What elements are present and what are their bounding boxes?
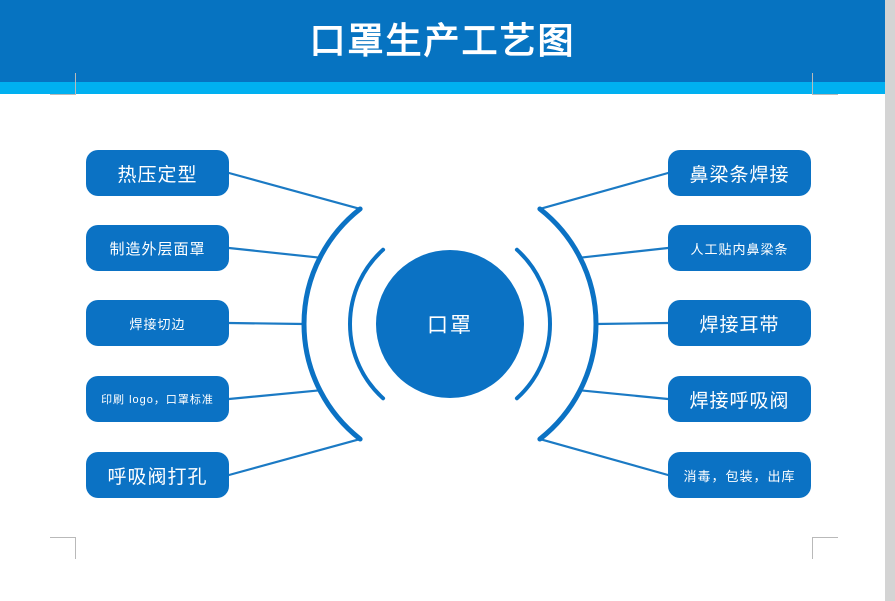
center-node-label: 口罩 <box>427 314 473 337</box>
corner-bracket-top-right <box>812 73 838 95</box>
process-node-label: 呼吸阀打孔 <box>107 466 208 488</box>
connector-right-1 <box>538 171 670 211</box>
decor-arc-outer-right <box>537 206 599 442</box>
process-node-right-4[interactable]: 焊接呼吸阀 <box>668 376 811 422</box>
decor-arc-outer-left <box>301 206 363 442</box>
process-node-left-5[interactable]: 呼吸阀打孔 <box>86 452 229 498</box>
connector-left-5 <box>227 437 362 477</box>
connector-left-4 <box>227 389 322 401</box>
corner-bracket-bottom-left <box>50 537 76 559</box>
process-node-right-5[interactable]: 消毒，包装，出库 <box>668 452 811 498</box>
connector-right-3 <box>594 321 670 326</box>
process-node-label: 鼻梁条焊接 <box>689 164 790 186</box>
process-node-left-2[interactable]: 制造外层面罩 <box>86 225 229 271</box>
process-node-left-3[interactable]: 焊接切边 <box>86 300 229 346</box>
page-title: 口罩生产工艺图 <box>309 20 576 61</box>
center-node[interactable]: 口罩 <box>376 250 524 398</box>
connector-right-4 <box>578 389 670 401</box>
process-node-label: 人工贴内鼻梁条 <box>690 241 789 257</box>
process-node-label: 焊接切边 <box>129 316 186 332</box>
header-accent-stripe <box>0 82 885 94</box>
process-node-label: 制造外层面罩 <box>109 240 206 258</box>
process-node-left-1[interactable]: 热压定型 <box>86 150 229 196</box>
connector-right-5 <box>538 437 670 477</box>
process-node-left-4[interactable]: 印刷 logo，口罩标准 <box>86 376 229 422</box>
corner-bracket-bottom-right <box>812 537 838 559</box>
process-node-label: 印刷 logo，口罩标准 <box>101 394 214 406</box>
corner-bracket-top-left <box>50 73 76 95</box>
process-node-label: 消毒，包装，出库 <box>683 468 796 484</box>
process-node-label: 焊接耳带 <box>699 314 780 336</box>
process-node-label: 焊接呼吸阀 <box>689 390 790 412</box>
process-node-label: 热压定型 <box>117 164 198 186</box>
decor-arc-inner-right <box>514 247 552 401</box>
header-band <box>0 0 885 82</box>
process-node-right-3[interactable]: 焊接耳带 <box>668 300 811 346</box>
connector-right-2 <box>578 246 670 259</box>
connector-left-2 <box>227 246 322 259</box>
connector-left-1 <box>227 171 362 211</box>
process-node-right-1[interactable]: 鼻梁条焊接 <box>668 150 811 196</box>
process-node-right-2[interactable]: 人工贴内鼻梁条 <box>668 225 811 271</box>
decor-arc-inner-left <box>348 247 386 401</box>
connector-left-3 <box>227 321 306 326</box>
page-right-edge <box>885 0 895 601</box>
